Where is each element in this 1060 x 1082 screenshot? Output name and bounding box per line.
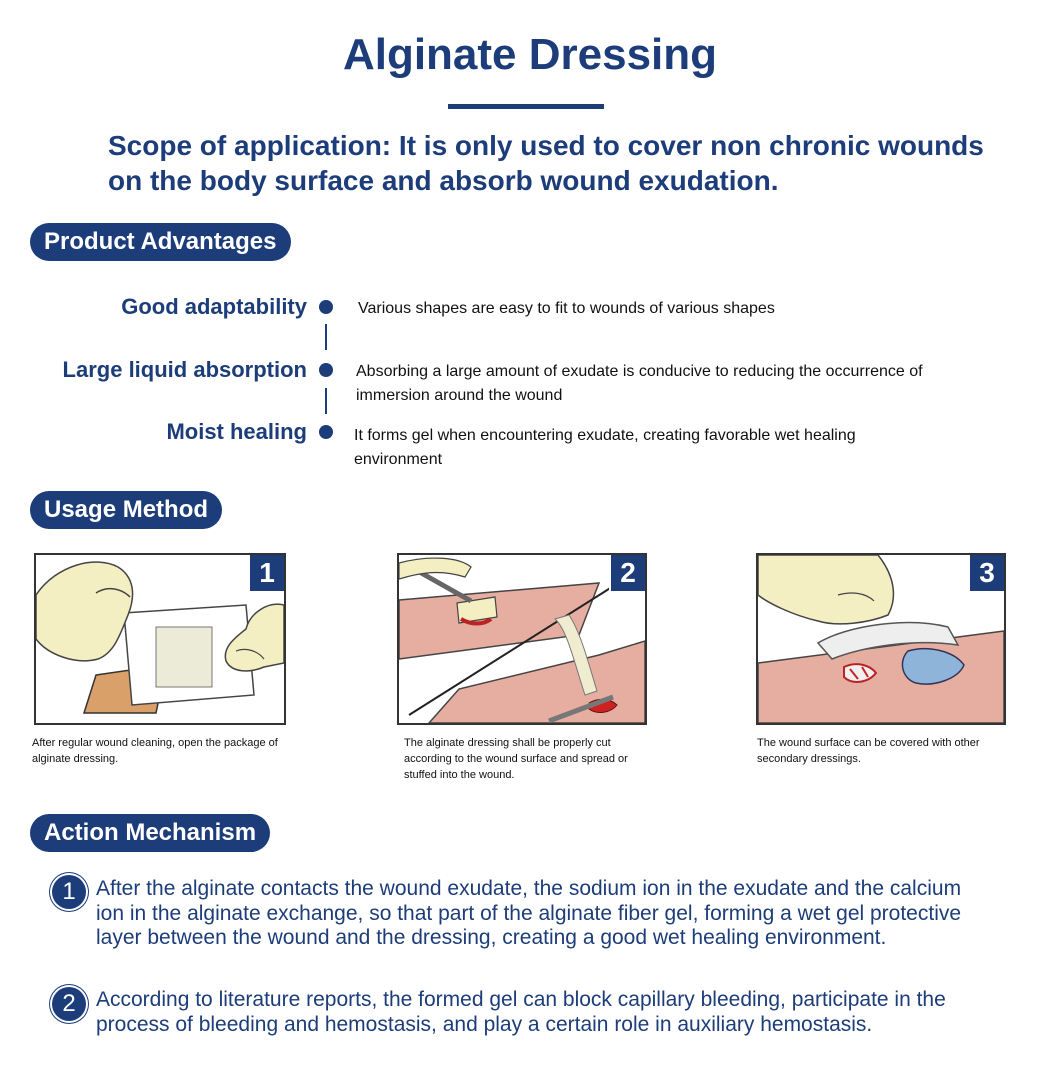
- advantage-desc-adaptability: Various shapes are easy to fit to wounds…: [358, 300, 775, 317]
- step-number-badge: 1: [248, 555, 284, 593]
- secondary-dressing-illustration: [758, 555, 1004, 723]
- advantage-title-adaptability: Good adaptability: [121, 294, 307, 319]
- timeline-dot: [319, 300, 333, 314]
- section-header-usage: Usage Method: [30, 491, 223, 529]
- section-header-mechanism: Action Mechanism: [30, 814, 271, 852]
- section-header-advantages: Product Advantages: [30, 223, 291, 261]
- title-underline: [448, 104, 604, 109]
- scope-statement: Scope of application: It is only used to…: [108, 130, 984, 196]
- timeline-dot: [319, 363, 333, 377]
- open-package-illustration: [36, 561, 284, 714]
- step-number-badge: 3: [968, 555, 1004, 593]
- mechanism-number-badge: 1: [52, 875, 86, 909]
- step-1-illustration: 1: [34, 553, 286, 725]
- advantage-title-moist-healing: Moist healing: [166, 419, 307, 444]
- advantage-desc-absorption: Absorbing a large amount of exudate is c…: [356, 363, 923, 404]
- step-1-caption: After regular wound cleaning, open the p…: [32, 737, 278, 765]
- timeline-connector: [325, 388, 327, 414]
- page-title: Alginate Dressing: [342, 30, 718, 79]
- mechanism-text-2: According to literature reports, the for…: [96, 988, 946, 1036]
- step-number-badge: 2: [609, 555, 645, 593]
- step-2-illustration: 2: [397, 553, 647, 725]
- step-3-illustration: 3: [756, 553, 1006, 725]
- mechanism-number-badge: 2: [52, 987, 86, 1021]
- advantage-title-absorption: Large liquid absorption: [62, 357, 307, 382]
- cut-and-place-illustration: [399, 557, 645, 723]
- timeline-connector: [325, 324, 327, 350]
- step-2-caption: The alginate dressing shall be properly …: [404, 737, 628, 781]
- mechanism-text-1: After the alginate contacts the wound ex…: [96, 877, 962, 949]
- timeline-dot: [319, 425, 333, 439]
- advantage-desc-moist-healing: It forms gel when encountering exudate, …: [354, 427, 856, 468]
- step-3-caption: The wound surface can be covered with ot…: [757, 737, 980, 765]
